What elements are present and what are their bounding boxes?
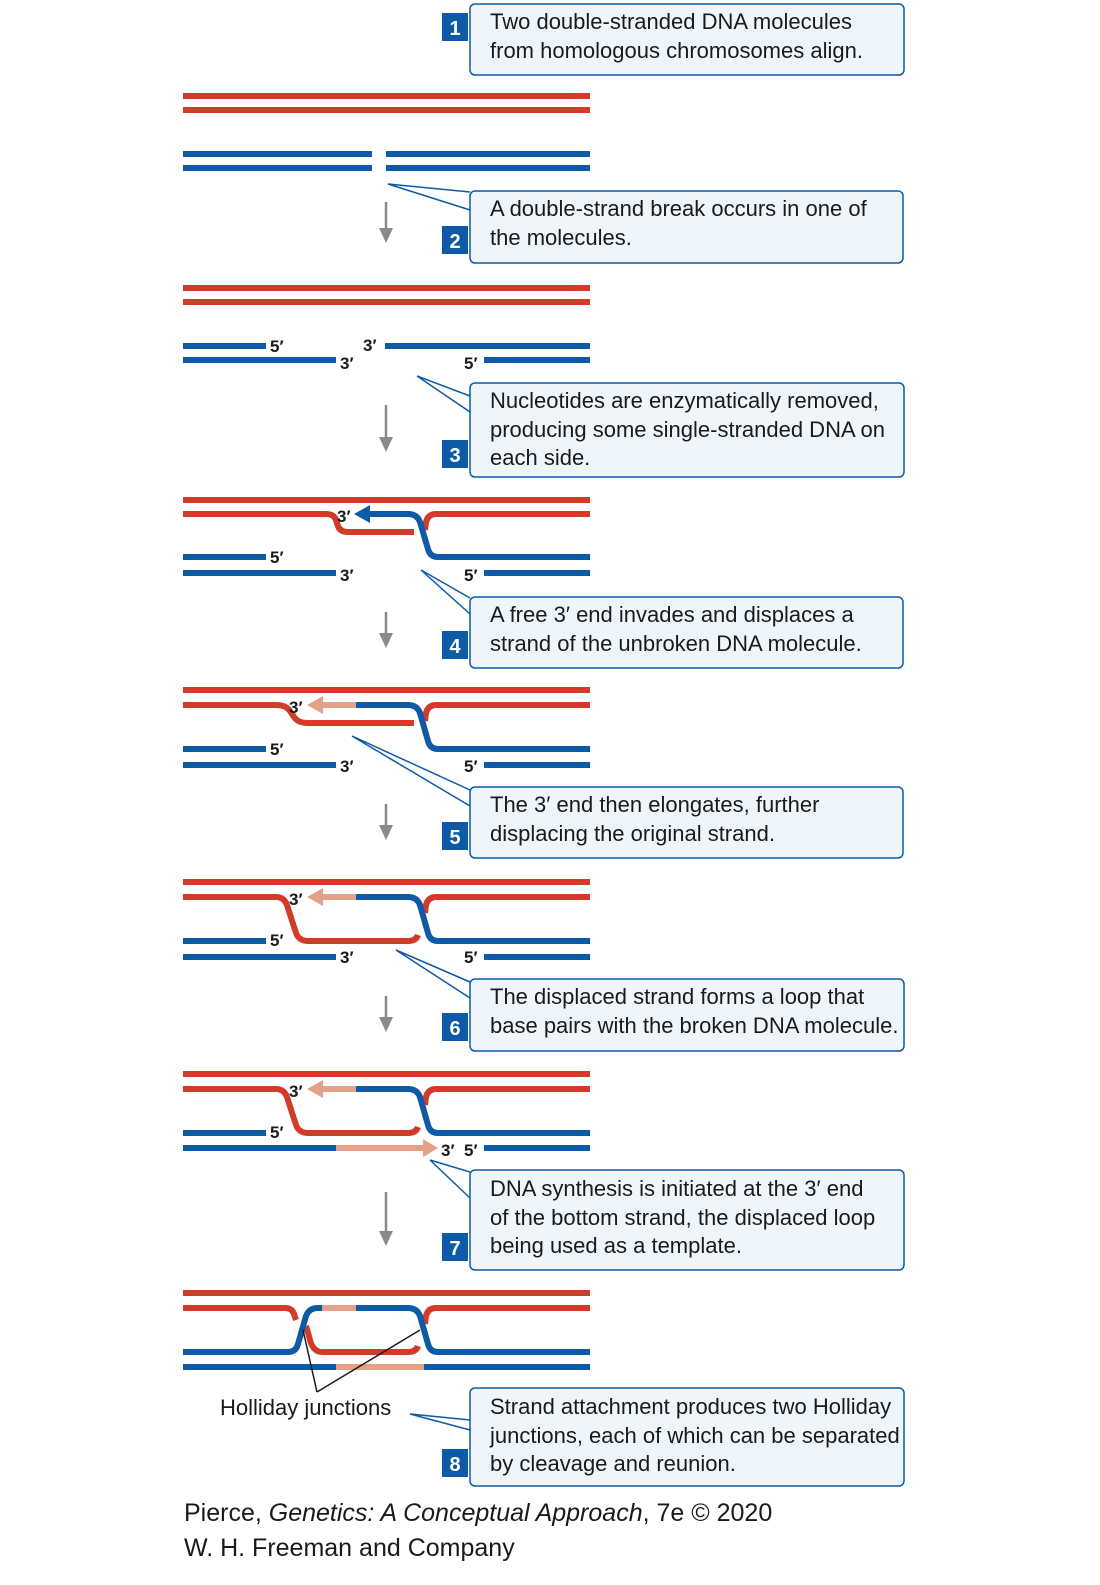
- label-3prime: 3′: [289, 890, 303, 909]
- label-5prime: 5′: [270, 740, 284, 759]
- stage-1-dna: [183, 93, 590, 171]
- label-3prime: 3′: [337, 507, 351, 526]
- step-badge-1: [442, 13, 468, 41]
- callout-box-7: [469, 1169, 905, 1271]
- callout-pointers: [351, 183, 471, 1431]
- label-5prime: 5′: [464, 1141, 478, 1160]
- label-3prime: 3′: [289, 698, 303, 717]
- step-badge-4: [442, 631, 468, 659]
- label-5prime: 5′: [464, 354, 478, 373]
- stage-3-dna: [183, 497, 590, 576]
- label-3prime: 3′: [340, 757, 354, 776]
- step-badge-8: [442, 1449, 468, 1477]
- step-badge-5: [442, 822, 468, 850]
- callout-boxes: [469, 3, 905, 1487]
- label-5prime: 5′: [270, 337, 284, 356]
- down-arrow-icon: [379, 804, 393, 840]
- step-number: 4: [449, 636, 461, 658]
- step-badge-6: [442, 1013, 468, 1041]
- step-number: 7: [449, 1238, 460, 1260]
- label-5prime: 5′: [270, 1123, 284, 1142]
- step-number: 3: [449, 445, 460, 467]
- down-arrow-icon: [379, 202, 393, 243]
- step-number: 5: [449, 827, 460, 849]
- label-5prime: 5′: [270, 548, 284, 567]
- label-3prime: 3′: [340, 354, 354, 373]
- step-badge-2: [442, 226, 468, 254]
- step-badges: [442, 13, 468, 1477]
- step-number: 8: [449, 1454, 460, 1476]
- label-3prime: 3′: [340, 566, 354, 585]
- step-3-description: Nucleotides are enzymatically removed,pr…: [490, 388, 886, 470]
- step-badge-7: [442, 1233, 468, 1261]
- stage-6-dna: [183, 1071, 590, 1157]
- step-number: 1: [449, 18, 460, 40]
- down-arrow-icon: [379, 612, 393, 648]
- callout-box-6: [469, 978, 905, 1052]
- step-number: 2: [449, 231, 460, 253]
- callout-box-8: [469, 1387, 905, 1487]
- label-5prime: 5′: [464, 566, 478, 585]
- label-3prime: 3′: [441, 1141, 455, 1160]
- label-3prime: 3′: [289, 1082, 303, 1101]
- label-5prime: 5′: [464, 948, 478, 967]
- down-arrow-icon: [379, 405, 393, 452]
- stage-4-dna: [183, 687, 590, 768]
- label-3prime: 3′: [340, 948, 354, 967]
- stage-7-dna: [183, 1290, 590, 1370]
- step-7-description: DNA synthesis is initiated at the 3′ end…: [490, 1176, 876, 1258]
- flow-arrows: [379, 202, 393, 1246]
- label-3prime: 3′: [363, 336, 377, 355]
- down-arrow-icon: [379, 1192, 393, 1246]
- label-5prime: 5′: [464, 757, 478, 776]
- stage-5-dna: [183, 879, 590, 960]
- down-arrow-icon: [379, 996, 393, 1032]
- holliday-junctions-label: Holliday junctions: [220, 1395, 392, 1420]
- callout-box-4: [469, 596, 904, 669]
- callout-box-2: [469, 190, 904, 264]
- stage-2-dna: [183, 285, 590, 363]
- callout-box-5: [469, 786, 904, 859]
- credit-line: Pierce, Genetics: A Conceptual Approach,…: [184, 1499, 773, 1562]
- step-badge-3: [442, 440, 468, 468]
- label-5prime: 5′: [270, 931, 284, 950]
- holliday-pointer: [302, 1329, 421, 1393]
- callout-box-3: [469, 382, 905, 478]
- step-number: 6: [449, 1018, 460, 1040]
- callout-box-1: [469, 3, 905, 76]
